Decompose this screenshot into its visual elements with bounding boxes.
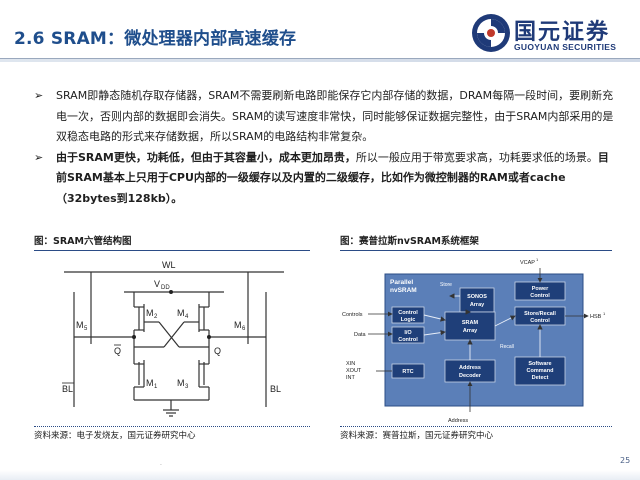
vcap-label: VCAP [520,260,535,266]
m4-sub-label: 4 [185,314,189,320]
bullet-text-bold: 目前SRAM基本上只用于CPU内部的一级缓存以及内置的二级缓存，比如作为微控制器… [56,150,609,205]
io-label-1: I/O [404,330,412,336]
bullet-text: SRAM即静态随机存取存储器，SRAM不需要刷新电路即能保存它内部存储的数据，D… [56,89,614,143]
logo-text-en: GUOYUAN SECURITIES [514,42,617,52]
logo-text-cn: 国元证券 [514,20,611,45]
recall-label: Recall [500,344,514,350]
m2-sub-label: 2 [154,314,158,320]
guoyuan-emblem-icon [472,14,510,52]
q-label: Q [214,346,221,356]
sram-array-label: Array [463,328,478,334]
address-decoder-label-1: Address [459,365,481,371]
sram-6t-diagram: WL V DD M 2 M 4 M 1 M 3 M 5 M 6 Q Q BL B… [62,260,284,417]
footer-dot: . [160,460,162,467]
detect-label: Detect [532,375,549,381]
store-recall-label-1: Store/Recall [524,311,556,317]
nvsram-label: nvSRAM [390,287,417,294]
bullet-text-bold: 由于SRAM更快，功耗低，但由于其容量小，成本更加昂贵， [56,150,356,164]
xin-label: XIN [346,361,355,367]
control-logic-label-1: Control [398,310,418,316]
blbar-label: BL [62,384,73,394]
m3-label: M [177,378,185,388]
m6-label: M [234,320,242,330]
page-number: 25 [620,456,631,465]
m5-label: M [76,320,84,330]
hsb-sup-label: 1 [603,311,606,316]
figure-source-left: 资料来源：电子发烧友，国元证券研究中心 [34,426,310,445]
address-label: Address [448,418,468,424]
m6-sub-label: 6 [242,326,246,332]
qbar-label: Q [114,346,121,356]
xout-label: XOUT [346,368,362,374]
arrow-bullet-icon: ➢ [34,89,44,102]
vdd-label: V [154,279,160,289]
sonos-label: SONOS [467,294,487,300]
bullet-item: ➢ 由于SRAM更快，功耗低，但由于其容量小，成本更加昂贵，所以一般应用于带宽要… [34,148,614,210]
vcap-sup-label: 1 [536,257,539,262]
arrow-bullet-icon: ➢ [34,150,44,164]
int-label: INT [346,375,356,381]
controls-label: Controls [342,312,363,318]
address-decoder-label-2: Decoder [459,373,482,379]
software-label: Software [528,361,551,367]
figure-caption-left: 图：SRAM六管结构图 [34,233,310,251]
power-label: Power [532,286,549,292]
sram-label: SRAM [462,320,479,326]
m1-sub-label: 1 [154,384,158,390]
command-label: Command [527,368,554,374]
store-label: Store [440,282,452,288]
page-title: 2.6 SRAM：微处理器内部高速缓存 [14,29,297,49]
data-label: Data [354,332,367,338]
wl-label: WL [162,260,176,270]
m5-sub-label: 5 [84,326,88,332]
bullet-item: ➢ SRAM即静态随机存取存储器，SRAM不需要刷新电路即能保存它内部存储的数据… [34,86,614,148]
rtc-label: RTC [402,369,413,375]
m4-label: M [177,308,185,318]
m3-sub-label: 3 [185,384,189,390]
bl-label: BL [270,384,281,394]
header-divider [0,58,640,62]
bullet-list: ➢ SRAM即静态随机存取存储器，SRAM不需要刷新电路即能保存它内部存储的数据… [34,86,614,209]
power-control-label: Control [530,293,550,299]
bullet-text: 所以一般应用于带宽要求高，功耗要求低的场景。 [355,150,598,164]
hsb-label: HSB [590,314,602,320]
figure-source-right: 资料来源：赛普拉斯，国元证券研究中心 [340,426,612,445]
store-recall-label-2: Control [530,318,550,324]
company-logo: 国元证券 GUOYUAN SECURITIES [470,10,635,56]
sonos-array-label: Array [470,302,485,308]
header-divider-line [0,58,640,59]
figure-caption-right: 图：赛普拉斯nvSRAM系统框架 [340,233,612,251]
page-header: 2.6 SRAM：微处理器内部高速缓存 国元证券 GUOYUAN SECURIT… [0,0,640,62]
vdd-sub-label: DD [161,285,170,291]
m2-label: M [146,308,154,318]
parallel-label: Parallel [390,279,413,286]
io-label-2: Control [398,337,418,343]
control-logic-label-2: Logic [401,317,416,323]
m1-label: M [146,378,154,388]
footer-band [0,470,640,480]
nvsram-block-diagram: Parallel nvSRAM SONOS Array Power Contro… [342,257,606,424]
